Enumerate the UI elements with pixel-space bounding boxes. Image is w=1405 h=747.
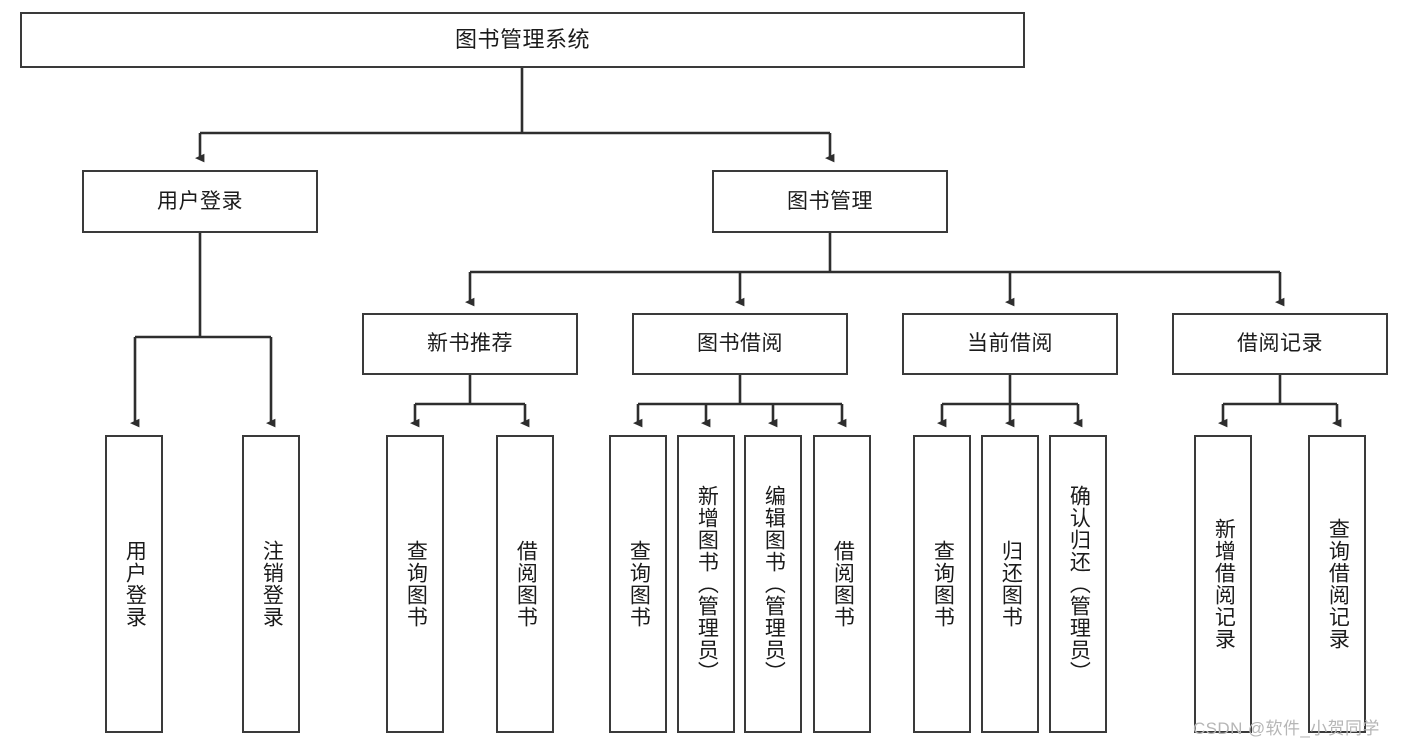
leaf-label: 注销登录 [260,540,284,628]
leaf-borrow-edit-book-admin[interactable]: 编辑图书（管理员） [744,435,802,733]
node-user-login-label: 用户登录 [157,189,243,213]
leaf-record-query[interactable]: 查询借阅记录 [1308,435,1366,733]
leaf-new-book-query[interactable]: 查询图书 [386,435,444,733]
leaf-record-add[interactable]: 新增借阅记录 [1194,435,1252,733]
node-new-book-recommend-label: 新书推荐 [427,332,513,356]
leaf-label: 新增借阅记录 [1212,518,1236,650]
leaf-current-confirm-return-admin[interactable]: 确认归还（管理员） [1049,435,1107,733]
node-new-book-recommend[interactable]: 新书推荐 [362,313,578,375]
leaf-current-return-book[interactable]: 归还图书 [981,435,1039,733]
node-book-borrow[interactable]: 图书借阅 [632,313,848,375]
leaf-label: 查询图书 [931,540,955,628]
node-borrow-record[interactable]: 借阅记录 [1172,313,1388,375]
node-book-management[interactable]: 图书管理 [712,170,948,233]
node-book-borrow-label: 图书借阅 [697,332,783,356]
leaf-borrow-add-book-admin[interactable]: 新增图书（管理员） [677,435,735,733]
leaf-label: 确认归还（管理员） [1067,485,1091,683]
leaf-label: 用户登录 [123,540,147,628]
leaf-label: 查询图书 [404,540,428,628]
leaf-user-login-signin[interactable]: 用户登录 [105,435,163,733]
node-book-management-label: 图书管理 [787,189,873,213]
node-root[interactable]: 图书管理系统 [20,12,1025,68]
leaf-current-query-book[interactable]: 查询图书 [913,435,971,733]
leaf-label: 编辑图书（管理员） [762,485,786,683]
leaf-label: 借阅图书 [514,540,538,628]
leaf-label: 新增图书（管理员） [695,485,719,683]
leaf-label: 归还图书 [999,540,1023,628]
leaf-user-login-signout[interactable]: 注销登录 [242,435,300,733]
node-borrow-record-label: 借阅记录 [1237,332,1323,356]
node-user-login[interactable]: 用户登录 [82,170,318,233]
leaf-borrow-query-book[interactable]: 查询图书 [609,435,667,733]
leaf-label: 查询借阅记录 [1326,518,1350,650]
leaf-label: 借阅图书 [831,540,855,628]
node-current-borrow[interactable]: 当前借阅 [902,313,1118,375]
csdn-watermark: CSDN @软件_小贺同学 [1193,719,1380,738]
leaf-label: 查询图书 [627,540,651,628]
node-current-borrow-label: 当前借阅 [967,332,1053,356]
leaf-new-book-borrow[interactable]: 借阅图书 [496,435,554,733]
leaf-borrow-borrow-book[interactable]: 借阅图书 [813,435,871,733]
node-root-label: 图书管理系统 [454,26,590,52]
